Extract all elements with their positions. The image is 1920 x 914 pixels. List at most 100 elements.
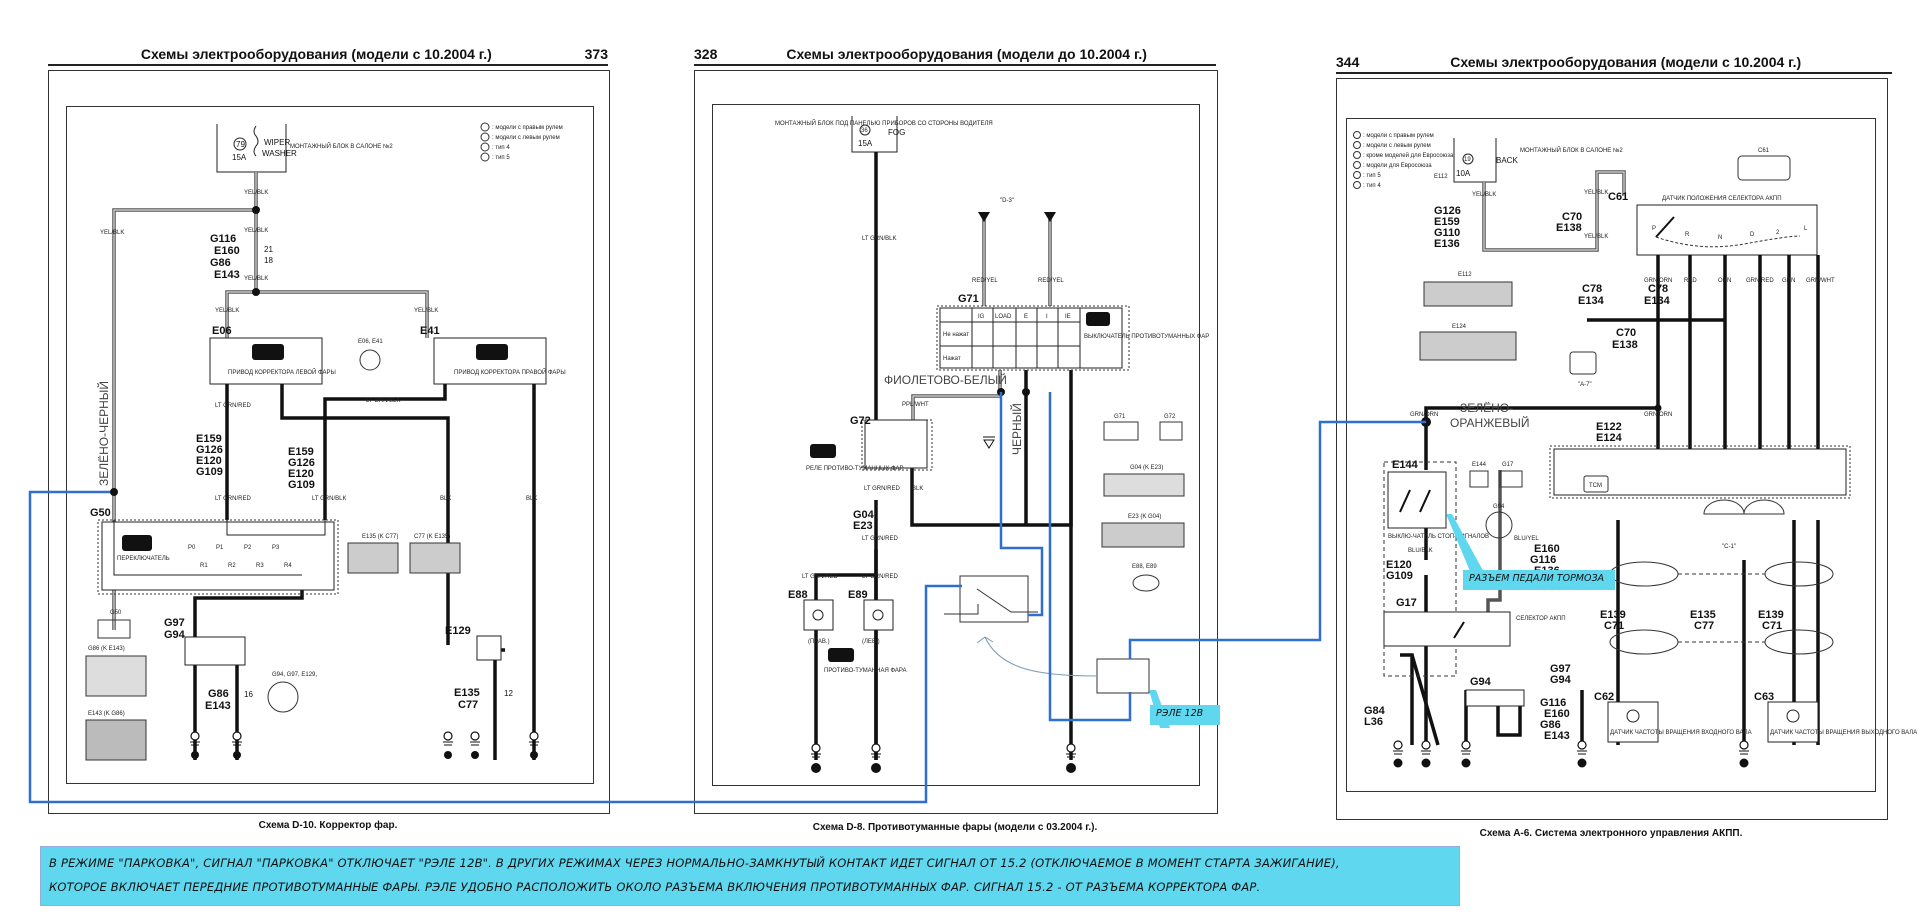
connector-face-icon <box>1419 331 1517 361</box>
connector-id: G116 <box>1530 554 1556 566</box>
wire-label: YEL/BLK <box>1472 192 1496 198</box>
fuse-block-fog: 36 15A FOG МОНТАЖНЫЙ БЛОК ПОД ПАНЕЛЬЮ ПР… <box>775 116 993 153</box>
resistor-label: R2 <box>228 563 236 569</box>
shift-selector: СЕЛЕКТОР АКПП <box>1383 611 1566 647</box>
wire-annotation: ОРАНЖЕВЫЙ <box>1450 415 1530 430</box>
annotation-line <box>28 392 1426 804</box>
connector-face-icon <box>359 349 381 371</box>
relay-callout: РЭЛЕ 12В <box>1150 705 1220 725</box>
wire-label: BLU/YEL <box>1514 536 1539 542</box>
headlight-leveling-switch: ПЕРЕКЛЮЧАТЕЛЬ G50 P0 P1 P2 P3 R1 R2 R3 R… <box>90 507 339 595</box>
connector-ref: G94 <box>1493 504 1505 510</box>
wire-label: LT GRN/BLK <box>312 496 346 502</box>
connector-id: E23 <box>853 520 873 532</box>
connector-ref: E144 <box>1472 462 1487 468</box>
connector-id: C70 <box>1616 327 1636 339</box>
switch-position: P1 <box>216 545 224 551</box>
wire-label: LT GRN/BLK <box>862 236 896 242</box>
diagram-border-left <box>66 106 594 784</box>
component-label: ПЕРЕКЛЮЧАТЕЛЬ <box>117 556 170 562</box>
fuse-rating: 10A <box>1456 169 1471 178</box>
legend-left: : модели с правым рулем : модели с левым… <box>480 122 563 162</box>
figure-caption-left: Схема D-10. Корректор фар. <box>258 820 398 831</box>
wire-label: BLU/BLK <box>1408 548 1433 554</box>
legend-item: : модели с правым рулем <box>1363 133 1434 139</box>
selector-position: N <box>1718 235 1722 241</box>
connector-face-icon <box>1469 470 1489 488</box>
tr-control-module <box>1569 351 1597 375</box>
connector-id: E134 <box>1578 295 1605 307</box>
component-label: ДАТЧИК ЧАСТОТЫ ВРАЩЕНИЯ ВХОДНОГО ВАЛА <box>1610 730 1752 736</box>
side-label: (ПРАВ.) <box>808 639 830 645</box>
connector-id: G94 <box>164 629 186 641</box>
ground-point-icon <box>267 681 299 713</box>
pin-number: 18 <box>264 256 273 265</box>
connector-id: E160 <box>1544 708 1570 720</box>
connector-id: C71 <box>1604 620 1624 632</box>
wire-label: PPL/WHT <box>902 402 929 408</box>
fuse-block-wiper: 79 15A WIPER WASHER МОНТАЖНЫЙ БЛОК В САЛ… <box>216 124 393 173</box>
wire-label: LT GRN/RED <box>215 403 251 409</box>
connector-id: C70 <box>1562 211 1582 223</box>
connector-ref: G50 <box>110 610 122 616</box>
figure-caption-middle: Схема D-8. Противотуманные фары (модели … <box>812 822 1098 833</box>
connector-id: G86 <box>210 257 231 269</box>
connector-face-icon <box>409 542 461 574</box>
instrument-cluster-icon <box>1703 499 1785 515</box>
table-row-label: Не нажат <box>943 332 969 338</box>
connector-ref: G86 (K E143) <box>88 646 125 652</box>
wire-label: GRN/RED <box>1746 278 1774 284</box>
switch-position: P2 <box>244 545 252 551</box>
legend-item: : тип 4 <box>1363 183 1381 189</box>
connector-id: E41 <box>420 325 440 337</box>
ground-splice-block <box>1465 689 1525 707</box>
page-header-right: 344 Схемы электрооборудования (модели с … <box>1336 52 1892 74</box>
cable-shields <box>1609 499 1834 655</box>
reference-label: "D-3" <box>1000 198 1014 204</box>
connector-id: C77 <box>458 699 478 711</box>
ground-splice-block <box>184 636 246 666</box>
input-speed-sensor: ДАТЧИК ЧАСТОТЫ ВРАЩЕНИЯ ВХОДНОГО ВАЛА C6… <box>1594 691 1752 743</box>
page-frame-middle <box>694 70 1218 814</box>
component-label: СЕЛЕКТОР АКПП <box>1516 616 1566 622</box>
selector-position: P <box>1652 226 1656 232</box>
connector-id: C78 <box>1582 283 1602 295</box>
table-header: IG <box>978 314 985 320</box>
fuse-rating: 15A <box>232 153 247 162</box>
tcm-label: TCM <box>1589 483 1602 489</box>
wire-label: YEL/BLK <box>1584 190 1608 196</box>
pin-number: 21 <box>264 245 273 254</box>
connector-id: G97 <box>164 617 185 629</box>
page-frame-left <box>48 70 610 814</box>
connector-id: C77 <box>1694 620 1714 632</box>
connector-id: E144 <box>1392 459 1419 471</box>
fuse-location: МОНТАЖНЫЙ БЛОК В САЛОНЕ №2 <box>290 142 393 150</box>
table-header: I <box>1046 314 1048 320</box>
legend-item: : модели с левым рулем <box>1363 143 1431 149</box>
connector-id: G04 <box>853 509 875 521</box>
connector-id: G126 <box>196 444 223 456</box>
figure-caption-right: Схема А-6. Система электронного управлен… <box>1479 828 1743 839</box>
connector-ref: E06, E41 <box>358 339 383 345</box>
page-number: 328 <box>694 46 718 62</box>
connector-id: E135 <box>1690 609 1716 621</box>
legend-item: : тип 4 <box>492 145 510 151</box>
page-header-middle: 328 Схемы электрооборудования (модели до… <box>694 44 1216 66</box>
wire-label: LT GRN/RED <box>215 496 251 502</box>
legend-item: : кроме моделей для Евросоюза <box>1363 152 1454 159</box>
component-label: РЕЛЕ ПРОТИВО-ТУМАННЫХ ФАР <box>806 466 903 472</box>
wire-label: YEL/BLK <box>414 308 438 314</box>
connector-face-icon <box>1103 421 1139 441</box>
fuse-name: WIPER <box>264 138 290 147</box>
connector-ref: C61 <box>1758 148 1770 154</box>
connector-id: G50 <box>90 507 111 519</box>
wire-label: RED <box>1684 278 1697 284</box>
pin-number: 12 <box>504 689 513 698</box>
wire-label: BLK <box>912 486 923 492</box>
wire-label: RED/YEL <box>972 278 998 284</box>
legend-item: : модели для Евросоюза <box>1363 163 1432 169</box>
page-title: Схемы электрооборудования (модели до 10.… <box>786 46 1147 62</box>
reference-label: "A-7" <box>1578 382 1592 388</box>
component-label: ПРОТИВО-ТУМАННАЯ ФАРА <box>824 668 906 674</box>
